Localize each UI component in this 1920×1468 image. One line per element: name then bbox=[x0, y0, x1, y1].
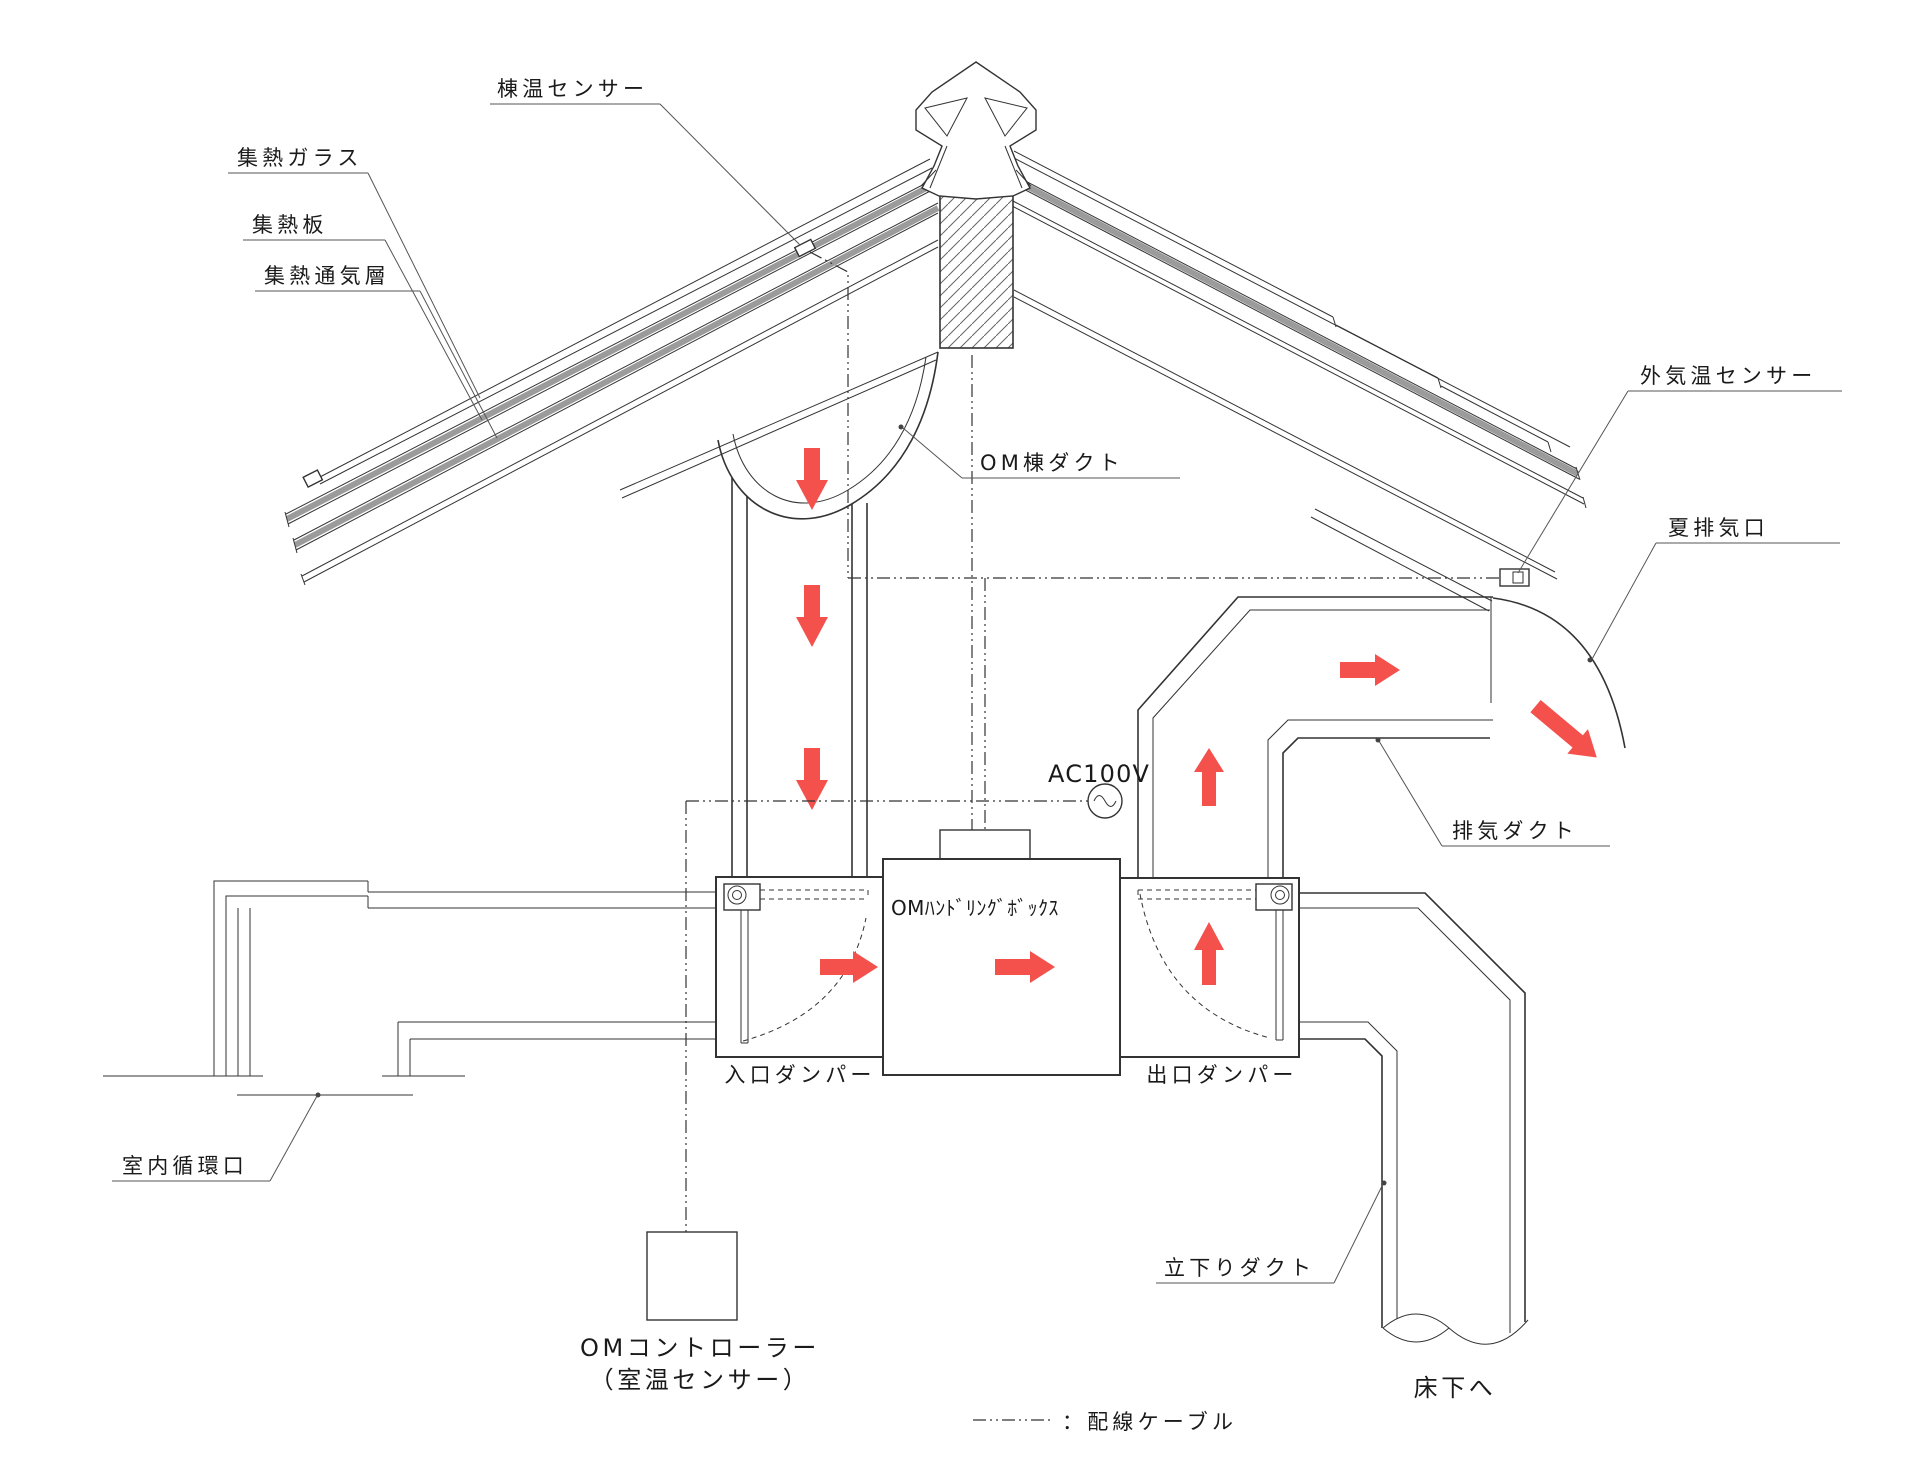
pipe-break-symbol bbox=[1382, 1313, 1529, 1345]
label-collector-plate: 集熱板 bbox=[252, 213, 328, 237]
flow-arrow-up-exhaust bbox=[1194, 748, 1224, 806]
airflow-arrows bbox=[796, 448, 1597, 985]
label-room-circulation-port: 室内循環口 bbox=[122, 1154, 248, 1178]
label-outdoor-temp-sensor: 外気温センサー bbox=[1640, 364, 1816, 388]
om-ridge-duct-shape bbox=[619, 351, 939, 520]
label-summer-exhaust-port: 夏排気口 bbox=[1668, 516, 1769, 540]
handling-box-label: OMﾊﾝﾄﾞﾘﾝｸﾞﾎﾞｯｸｽ bbox=[891, 896, 1059, 920]
handling-box: OMﾊﾝﾄﾞﾘﾝｸﾞﾎﾞｯｸｽ bbox=[882, 829, 1121, 1076]
legend-wiring-cable-label: ：配線ケーブル bbox=[1062, 1410, 1237, 1434]
ridge-cap-ornament bbox=[915, 61, 1037, 200]
damper-motor-box bbox=[723, 883, 761, 911]
leader-lines bbox=[269, 103, 1657, 1284]
label-om-ridge-duct: OM棟ダクト bbox=[980, 451, 1124, 475]
ac-voltage-label: AC100V bbox=[1048, 760, 1150, 788]
flow-arrow-right-exhaust bbox=[1340, 654, 1400, 686]
room-return-duct bbox=[103, 880, 716, 1098]
label-exhaust-duct: 排気ダクト bbox=[1452, 819, 1578, 843]
om-controller-label: OMコントローラー bbox=[580, 1334, 820, 1362]
collector-glass-end-cap bbox=[302, 469, 324, 489]
text-labels: 棟温センサー 集熱ガラス 集熱板 集熱通気層 OM棟ダクト 外気温センサー 夏排… bbox=[112, 77, 1842, 1402]
label-ridge-temp-sensor: 棟温センサー bbox=[497, 77, 648, 101]
label-downpipe-duct: 立下りダクト bbox=[1164, 1256, 1315, 1280]
ac-power-symbol: AC100V bbox=[1048, 760, 1150, 819]
wiring-cable-lines bbox=[685, 251, 1500, 1232]
ridge-temp-sensor-symbol bbox=[793, 238, 817, 258]
vertical-ridge-duct bbox=[731, 460, 868, 877]
exhaust-duct-shape bbox=[1137, 596, 1493, 878]
downpipe-duct-shape bbox=[1299, 892, 1529, 1345]
label-to-underfloor: 床下へ bbox=[1414, 1374, 1497, 1402]
flow-arrow-diagonal-out bbox=[1530, 699, 1597, 758]
label-collector-glass: 集熱ガラス bbox=[237, 146, 363, 170]
outdoor-temp-sensor-symbol bbox=[1499, 568, 1530, 587]
roof-left-slope bbox=[284, 158, 940, 586]
label-outlet-damper: 出口ダンパー bbox=[1146, 1063, 1297, 1087]
roof-right-slope bbox=[1010, 150, 1587, 612]
flow-arrow-down-3 bbox=[796, 748, 828, 810]
ridge-beam-hatched bbox=[939, 194, 1014, 349]
flow-arrow-up-outlet bbox=[1194, 922, 1224, 985]
label-inlet-damper: 入口ダンパー bbox=[724, 1063, 875, 1087]
flow-arrow-right-inlet bbox=[820, 951, 878, 983]
legend-wiring-cable: ：配線ケーブル bbox=[973, 1410, 1237, 1434]
flow-arrow-right-handling-box bbox=[995, 951, 1055, 983]
handling-box-connector bbox=[939, 829, 1031, 860]
room-temp-sensor-label: （室温センサー） bbox=[590, 1366, 811, 1394]
flow-arrow-down-1 bbox=[796, 448, 828, 510]
summer-exhaust-outlet bbox=[1492, 597, 1626, 749]
om-controller: OMコントローラー （室温センサー） bbox=[580, 1231, 820, 1394]
flow-arrow-down-2 bbox=[796, 585, 828, 647]
label-collector-air-layer: 集熱通気層 bbox=[264, 264, 390, 288]
